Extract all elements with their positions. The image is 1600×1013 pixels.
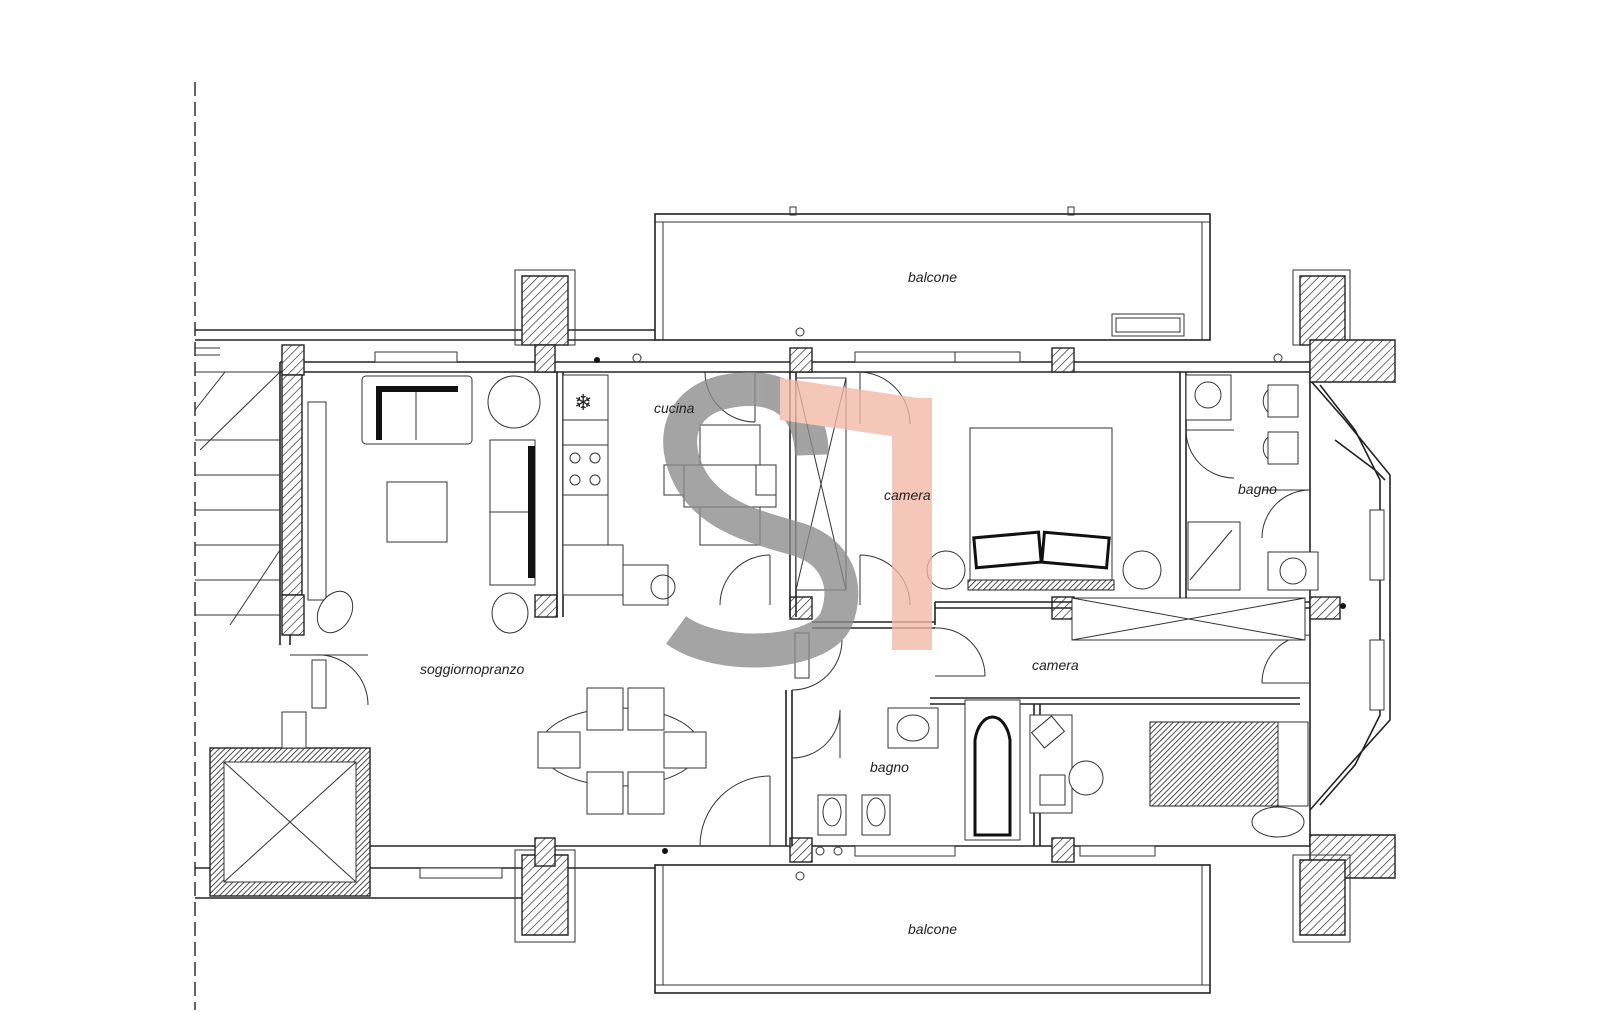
balcony-bottom bbox=[654, 864, 1211, 994]
room-label-camera-1: camera bbox=[884, 487, 931, 503]
windows bbox=[374, 351, 1385, 879]
bedroom-2-furniture bbox=[1029, 714, 1309, 838]
room-label-balcone-top: balcone bbox=[908, 269, 957, 285]
room-label-camera-2: camera bbox=[1032, 657, 1079, 673]
room-label-soggiornopranzo: soggiornopranzo bbox=[420, 661, 525, 677]
bathroom-2-fixtures bbox=[817, 699, 1021, 841]
bathroom-1-fixtures bbox=[1185, 374, 1319, 591]
balcony-top bbox=[654, 206, 1211, 341]
stairwell bbox=[194, 347, 281, 626]
room-label-cucina: cucina bbox=[654, 400, 695, 416]
living-furniture bbox=[307, 375, 707, 815]
svg-text:❄: ❄ bbox=[574, 391, 592, 416]
room-label-bagno-2: bagno bbox=[870, 759, 909, 775]
elevator-shaft bbox=[209, 711, 371, 897]
watermark-logo bbox=[663, 372, 932, 668]
structural-columns bbox=[281, 269, 1396, 943]
room-label-bagno-1: bagno bbox=[1238, 481, 1277, 497]
room-label-balcone-bottom: balcone bbox=[908, 921, 957, 937]
bedroom-1-furniture bbox=[926, 427, 1306, 641]
